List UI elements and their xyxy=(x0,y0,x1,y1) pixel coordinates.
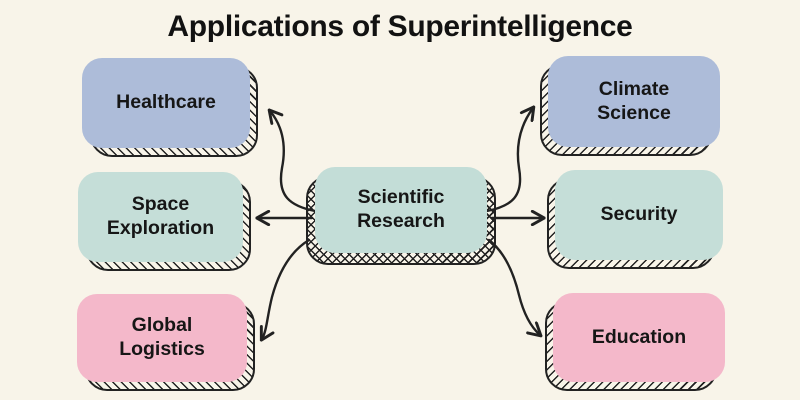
node-education: Education xyxy=(545,293,725,391)
node-scientific-research: Scientific Research xyxy=(306,167,496,265)
node-label: Healthcare xyxy=(116,91,216,114)
node-label: Global Logistics xyxy=(119,314,205,360)
node-label: Security xyxy=(600,203,678,226)
node-box: Space Exploration xyxy=(78,172,243,262)
page-title: Applications of Superintelligence xyxy=(167,10,633,43)
arrow-to-global-logistics xyxy=(262,238,311,339)
node-climate-science: Climate Science xyxy=(540,56,720,156)
node-label: Education xyxy=(591,325,687,348)
node-box: Security xyxy=(555,170,723,260)
node-global-logistics: Global Logistics xyxy=(77,294,255,391)
node-box: Healthcare xyxy=(82,58,250,148)
node-label: Space Exploration xyxy=(106,193,215,239)
node-security: Security xyxy=(547,170,723,269)
node-label: Scientific Research xyxy=(357,186,445,232)
node-label: Climate Science xyxy=(597,77,671,124)
node-box: Global Logistics xyxy=(77,294,247,382)
node-box: Education xyxy=(553,293,725,382)
node-space-exploration: Space Exploration xyxy=(78,172,251,271)
arrow-to-education xyxy=(487,238,540,335)
node-box: Climate Science xyxy=(548,56,720,147)
node-healthcare: Healthcare xyxy=(82,58,258,157)
node-box: Scientific Research xyxy=(315,167,487,253)
